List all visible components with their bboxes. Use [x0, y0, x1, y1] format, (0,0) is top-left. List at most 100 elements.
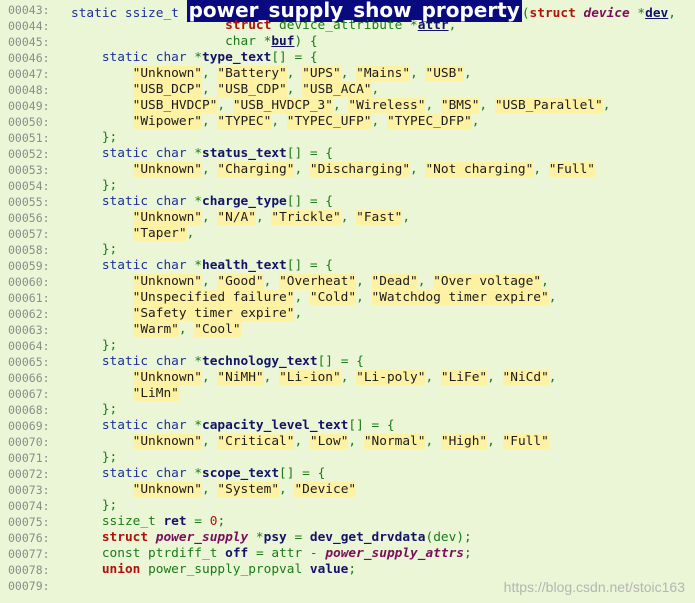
separator: , [487, 370, 503, 385]
line-number: 00059: [8, 259, 50, 273]
punctuation: }; [101, 498, 118, 513]
code-line: 00052: static char *status_text[] = { [0, 146, 695, 162]
indent [71, 562, 102, 577]
punctuation: [] = { [286, 146, 333, 161]
line-number: 00056: [8, 211, 50, 225]
indent [71, 274, 133, 289]
code-line: 00051: }; [0, 130, 695, 146]
line-number: 00073: [8, 483, 50, 497]
string-literal: "Watchdog timer expire" [371, 290, 549, 305]
code-text: struct power_supply *psy = dev_get_drvda… [71, 530, 472, 546]
indent [71, 178, 102, 193]
punctuation: [] = { [271, 50, 318, 65]
code-line: 00053: "Unknown", "Charging", "Dischargi… [0, 162, 695, 178]
line-number: 00067: [8, 387, 50, 401]
indent [71, 162, 133, 177]
string-literal: "High" [440, 434, 488, 449]
line-number: 00075: [8, 515, 50, 529]
highlighted-function-name: power_supply_show_property [186, 0, 522, 22]
line-number: 00048: [8, 83, 50, 97]
string-literal: "USB_ACA" [302, 82, 372, 97]
variable-name: health_text [202, 258, 287, 273]
string-literal: "Full" [548, 162, 595, 177]
line-number: 00078: [8, 563, 50, 577]
parameter: buf [271, 34, 295, 49]
string-literal: "Overheat" [279, 274, 357, 289]
separator: , [271, 114, 287, 129]
separator: , [294, 162, 310, 177]
string-literal: "Cold" [309, 290, 357, 305]
separator: , [201, 370, 218, 385]
string-literal: "TYPEC_DFP" [386, 114, 472, 129]
indent [71, 514, 102, 529]
line-number: 00061: [8, 291, 50, 305]
code-text: static char *status_text[] = { [71, 146, 333, 162]
string-literal: "BMS" [440, 98, 480, 113]
line-number: 00045: [8, 35, 50, 49]
string-literal: "Normal" [363, 434, 426, 449]
string-literal: "Charging" [217, 162, 295, 177]
code-line: 00075: ssize_t ret = 0; [0, 514, 695, 530]
operator: - [302, 546, 326, 561]
code-line: 00077: const ptrdiff_t off = attr - powe… [0, 546, 695, 562]
code-line: 00054: }; [0, 178, 695, 194]
operator: * [248, 530, 264, 545]
separator: , [402, 210, 411, 225]
code-text: "Safety timer expire", [71, 306, 302, 322]
variable-name: ret [163, 514, 187, 529]
code-line: 00066: "Unknown", "NiMH", "Li-ion", "Li-… [0, 370, 695, 386]
type-name: power_supply_propval [148, 562, 310, 577]
separator: , [548, 370, 557, 385]
separator: , [286, 82, 303, 97]
string-literal: "LiMn" [132, 386, 179, 401]
code-line: 00073: "Unknown", "System", "Device" [0, 482, 695, 498]
punctuation: , [448, 18, 457, 33]
type-name: char [225, 34, 264, 49]
line-number: 00076: [8, 531, 50, 545]
string-literal: "LiFe" [440, 370, 488, 385]
separator: , [340, 370, 357, 385]
string-literal: "Dead" [371, 274, 418, 289]
string-literal: "USB_HVDCP_3" [232, 98, 333, 113]
code-line: 00060: "Unknown", "Good", "Overheat", "D… [0, 274, 695, 290]
code-line: 00043:static ssize_t power_supply_show_p… [0, 0, 695, 22]
code-line: 00050: "Wipower", "TYPEC", "TYPEC_UFP", … [0, 114, 695, 130]
separator: , [348, 434, 364, 449]
code-line: 00078: union power_supply_propval value; [0, 562, 695, 578]
punctuation: ( [425, 530, 434, 545]
code-text: "Unknown", "System", "Device" [71, 482, 357, 498]
separator: , [263, 274, 280, 289]
separator: , [201, 434, 218, 449]
code-line: 00058: }; [0, 242, 695, 258]
variable-name: psy [263, 530, 287, 545]
separator: , [340, 210, 357, 225]
variable-name: capacity_level_text [202, 418, 349, 433]
type-name: device [583, 6, 630, 21]
string-literal: "USB" [425, 66, 465, 81]
separator: , [371, 82, 380, 97]
operator: * [194, 354, 202, 369]
code-line: 00076: struct power_supply *psy = dev_ge… [0, 530, 695, 546]
variable-name: off [225, 546, 249, 561]
code-line: 00057: "Taper", [0, 226, 695, 242]
separator: , [332, 98, 349, 113]
punctuation: ); [456, 530, 472, 545]
operator: * [194, 418, 202, 433]
code-line: 00064: }; [0, 338, 695, 354]
code-line: 00047: "Unknown", "Battery", "UPS", "Mai… [0, 66, 695, 82]
line-number: 00053: [8, 163, 50, 177]
separator: , [294, 290, 310, 305]
string-literal: "Full" [502, 434, 549, 449]
line-number: 00044: [8, 19, 50, 33]
line-number: 00069: [8, 419, 50, 433]
indent [71, 546, 102, 561]
punctuation: [] = { [317, 354, 364, 369]
indent [71, 498, 102, 513]
indent [71, 194, 102, 209]
line-number: 00050: [8, 115, 50, 129]
separator: , [201, 66, 218, 81]
line-number: 00074: [8, 499, 50, 513]
string-literal: "Discharging" [309, 162, 411, 177]
line-number: 00079: [8, 579, 50, 593]
indent [71, 338, 102, 353]
